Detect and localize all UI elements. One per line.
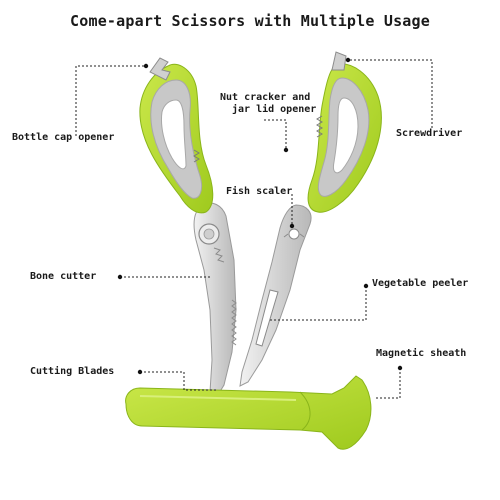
label-nut-cracker: Nut cracker and jar lid opener: [220, 92, 316, 116]
vegetable-peeler-slot: [255, 289, 279, 347]
magnetic-sheath: [125, 375, 372, 450]
label-nut-cracker-line2: jar lid opener: [232, 104, 317, 115]
bone-cutter-teeth: [213, 247, 225, 263]
callout-dots: [117, 57, 403, 375]
callout-lines: [75, 59, 433, 399]
nut-cracker-teeth-left: [193, 149, 200, 163]
label-vegetable-peeler: Vegetable peeler: [372, 278, 469, 289]
label-nut-cracker-line1: Nut cracker and: [220, 92, 311, 103]
label-magnetic-sheath: Magnetic sheath: [376, 348, 467, 359]
label-cutting-blades: Cutting Blades: [30, 366, 115, 377]
label-bone-cutter: Bone cutter: [30, 271, 97, 282]
label-bottle-cap-opener: Bottle cap opener: [12, 132, 115, 143]
bottle-opener-hook: [149, 57, 171, 81]
right-scissor-half: [239, 51, 382, 387]
label-screwdriver: Screwdriver: [396, 128, 463, 139]
right-finger-hole: [333, 97, 359, 174]
screwdriver-tip: [331, 51, 347, 71]
left-finger-hole: [161, 99, 187, 170]
left-blade-serration: [231, 299, 237, 346]
sheath-body: [125, 375, 372, 450]
nut-cracker-teeth-right: [316, 115, 323, 138]
fish-scaler-hole: [288, 228, 300, 240]
label-fish-scaler: Fish scaler: [226, 186, 293, 197]
page-title: Come-apart Scissors with Multiple Usage: [70, 12, 430, 30]
left-scissor-half: [139, 57, 237, 399]
